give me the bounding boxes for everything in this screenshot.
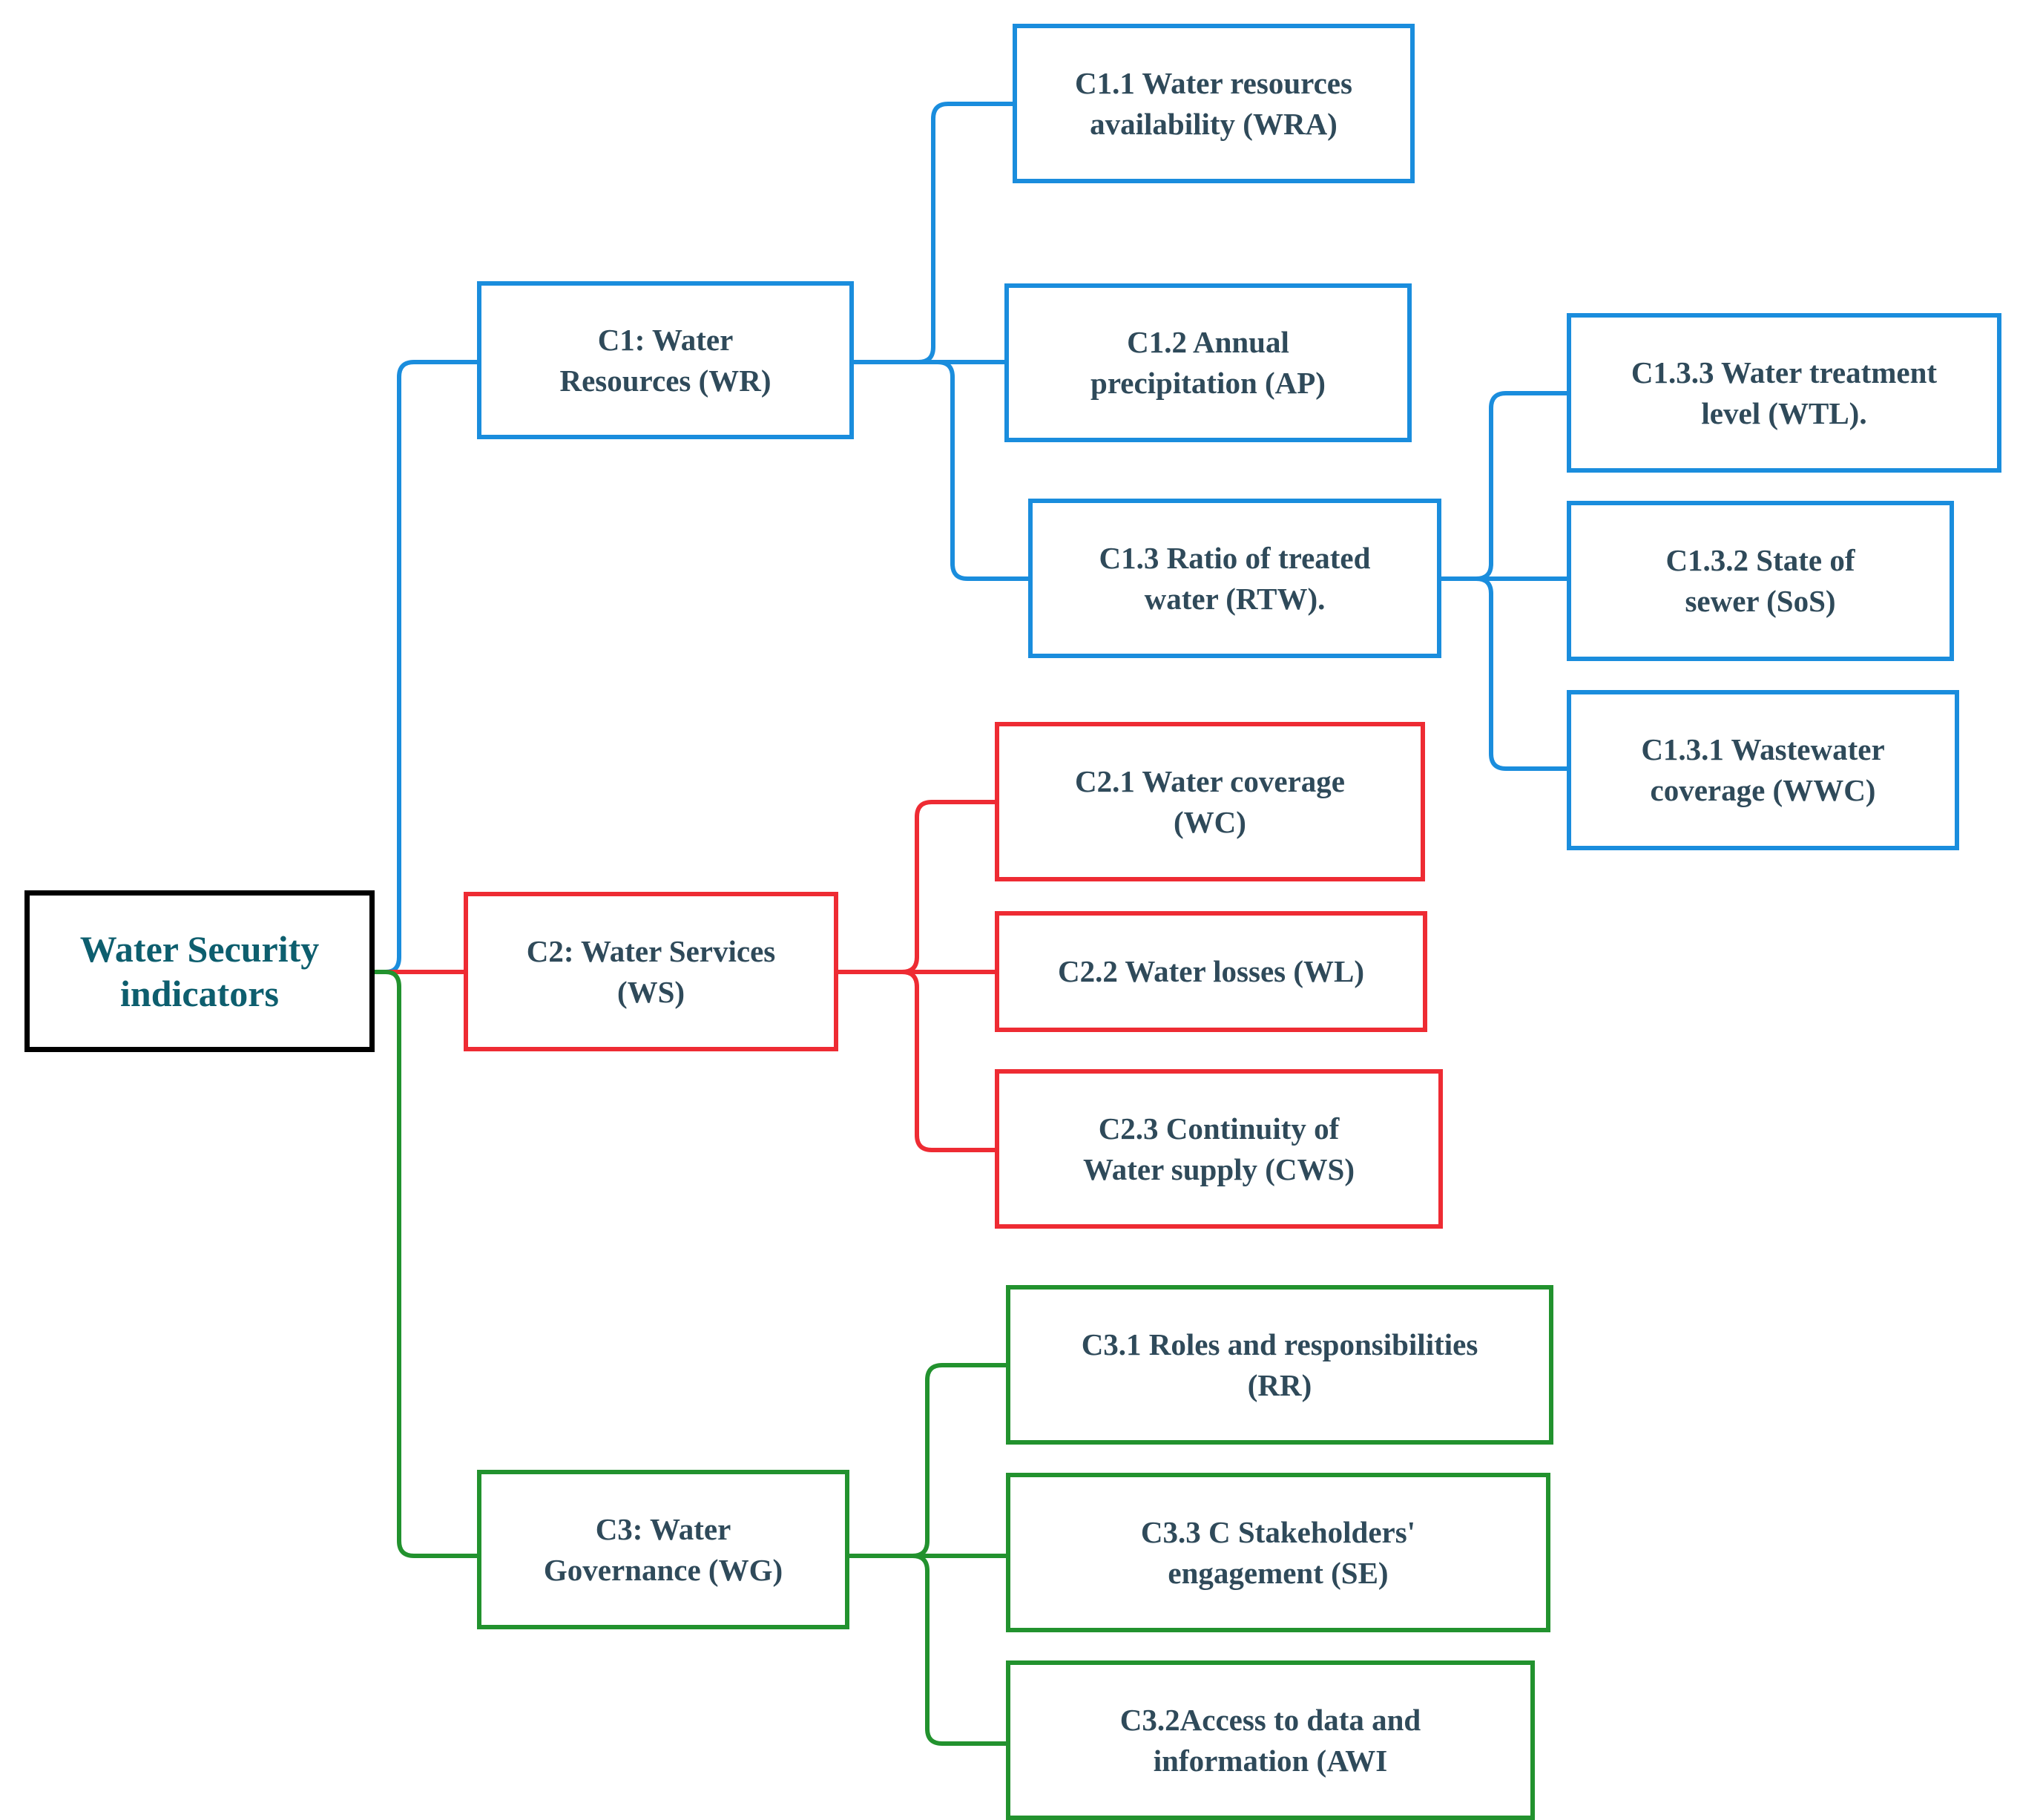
connector-c2-c2-3 xyxy=(837,970,996,1152)
connector-c3-c3-1 xyxy=(848,1363,1007,1558)
node-c1-3-2: C1.3.2 State of sewer (SoS) xyxy=(1567,501,1954,661)
connector-c1-c1-3 xyxy=(853,360,1030,581)
connector-c2-c2-1 xyxy=(837,800,996,974)
connector-c1-c1-1 xyxy=(853,102,1015,364)
node-c1-3-3: C1.3.3 Water treatment level (WTL). xyxy=(1567,313,2001,473)
node-c1-3-1: C1.3.1 Wastewater coverage (WWC) xyxy=(1567,690,1959,850)
connector-root-c1 xyxy=(371,360,478,974)
connector-c3-c3-2 xyxy=(848,1554,1007,1746)
node-c2-3: C2.3 Continuity of Water supply (CWS) xyxy=(995,1069,1443,1229)
node-c2: C2: Water Services (WS) xyxy=(464,892,838,1051)
node-c1: C1: Water Resources (WR) xyxy=(477,281,854,439)
root-node: Water Security indicators xyxy=(24,890,375,1052)
node-c1-3: C1.3 Ratio of treated water (RTW). xyxy=(1028,499,1441,658)
connector-root-c3 xyxy=(371,970,478,1558)
node-c1-1: C1.1 Water resources availability (WRA) xyxy=(1013,24,1415,183)
node-c3-3: C3.3 C Stakeholders' engagement (SE) xyxy=(1006,1473,1550,1632)
node-c3: C3: Water Governance (WG) xyxy=(477,1470,849,1629)
node-c2-2: C2.2 Water losses (WL) xyxy=(995,911,1427,1032)
node-c3-1: C3.1 Roles and responsibilities (RR) xyxy=(1006,1285,1553,1445)
node-c2-1: C2.1 Water coverage (WC) xyxy=(995,722,1425,881)
connector-c1-3-c1-3-3 xyxy=(1441,391,1569,581)
node-c1-2: C1.2 Annual precipitation (AP) xyxy=(1004,283,1412,442)
connector-c1-3-c1-3-1 xyxy=(1441,576,1569,771)
node-c3-2: C3.2Access to data and information (AWI xyxy=(1006,1660,1535,1820)
